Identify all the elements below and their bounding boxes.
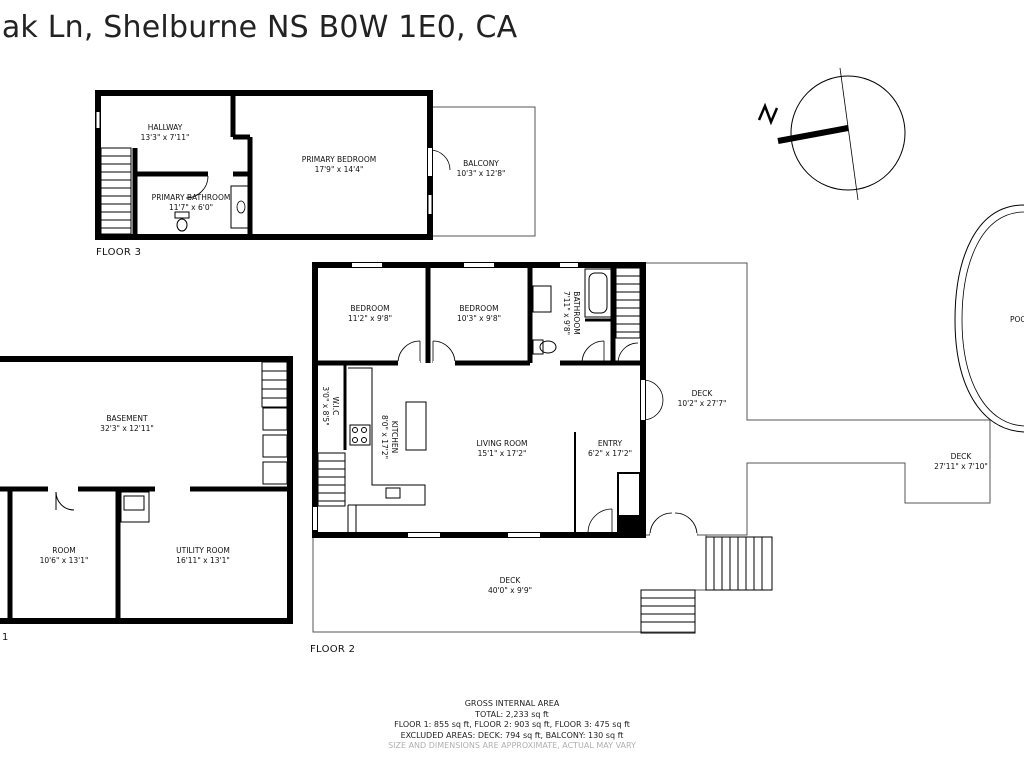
room-label-kitchen: KITCHEN 8'0" x 17'2" [379,415,399,459]
room-name: BASEMENT [106,414,148,423]
side-deck-outline [642,262,991,536]
compass-rose [777,67,906,201]
room-name: ENTRY [597,439,623,448]
area-disclaimer: SIZE AND DIMENSIONS ARE APPROXIMATE, ACT… [388,741,636,750]
room-dimensions: 3'0" x 8'5" [321,386,330,426]
area-summary: GROSS INTERNAL AREA TOTAL: 2,233 sq ft F… [312,699,712,752]
area-floors: FLOOR 1: 855 sq ft, FLOOR 2: 903 sq ft, … [394,720,630,729]
room-dimensions: 10'2" x 27'7" [677,399,727,408]
room-dimensions: 10'3" x 9'8" [456,314,502,323]
area-heading: GROSS INTERNAL AREA [464,699,560,708]
pool-outline [954,204,1024,433]
room-name: HALLWAY [147,123,183,132]
room-label-primary-bathroom: PRIMARY BATHROOM 11'7" x 6'0" [152,193,231,213]
north-arrow-icon [757,103,779,125]
room-name: POO [1010,315,1024,324]
floor-3-walls [95,90,433,240]
room-name: DECK [950,452,972,461]
floor-2-openings [313,263,697,537]
floor-2-label: FLOOR 2 [310,644,356,655]
room-label-pool: POO [1010,315,1024,325]
room-name: DECK [499,576,521,585]
room-label-living-room: LIVING ROOM 15'1" x 17'2" [476,439,527,459]
room-label-basement: BASEMENT 32'3" x 12'11" [100,414,154,434]
bathroom-fixtures [532,268,612,355]
kitchen-counters [347,367,427,533]
room-name: BEDROOM [459,304,499,313]
room-dimensions: 17'9" x 14'4" [314,165,364,174]
room-name: KITCHEN [390,420,399,454]
room-label-primary-bedroom: PRIMARY BEDROOM 17'9" x 14'4" [302,155,376,175]
room-label-wic: W.I.C 3'0" x 8'5" [320,386,340,425]
room-dimensions: 11'7" x 6'0" [168,203,214,212]
room-dimensions: 8'0" x 17'2" [380,414,389,460]
room-dimensions: 27'11" x 7'10" [934,462,988,471]
floor-1-fixtures [55,361,288,523]
room-name: BATHROOM [572,291,581,335]
room-label-pool-deck: DECK 27'11" x 7'10" [934,452,988,472]
floor-2-plan [312,204,1024,634]
room-name: PRIMARY BATHROOM [151,193,231,202]
page-title: Oak Ln, Shelburne NS B0W 1E0, CA [0,10,518,45]
room-dimensions: 7'11" x 9'8" [562,290,571,336]
floor-3-stairs [100,147,132,235]
room-label-bedroom-1: BEDROOM 11'2" x 9'8" [348,304,392,324]
floor-3-label: FLOOR 3 [96,247,142,258]
floor-2-walls [312,262,646,538]
room-label-bathroom: BATHROOM 7'11" x 9'8" [561,291,581,335]
floor-2-stairs [317,267,641,507]
room-name: UTILITY ROOM [176,546,230,555]
room-label-utility-room: UTILITY ROOM 16'11" x 13'1" [176,546,230,566]
floor-1-label: 1 [2,632,9,643]
area-excluded: EXCLUDED AREAS: DECK: 794 sq ft, BALCONY… [400,730,624,740]
room-dimensions: 15'1" x 17'2" [477,449,527,458]
room-label-side-deck: DECK 10'2" x 27'7" [678,389,727,409]
room-name: ROOM [52,546,76,555]
floor-3-plan [95,90,536,240]
room-name: BEDROOM [350,304,390,313]
room-dimensions: 16'11" x 13'1" [176,556,230,565]
room-dimensions: 32'3" x 12'11" [100,424,154,433]
room-name: W.I.C [331,396,340,416]
deck-stairs [640,536,773,634]
room-name: PRIMARY BEDROOM [301,155,377,164]
room-dimensions: 13'3" x 7'11" [140,133,190,142]
area-total: TOTAL: 2,233 sq ft [475,709,549,719]
room-dimensions: 10'6" x 13'1" [39,556,89,565]
room-label-bedroom-2: BEDROOM 10'3" x 9'8" [457,304,501,324]
room-name: BALCONY [463,159,499,168]
room-label-balcony: BALCONY 10'3" x 12'8" [457,159,506,179]
room-label-front-deck: DECK 40'0" x 9'9" [488,576,532,596]
room-name: LIVING ROOM [476,439,528,448]
room-name: DECK [691,389,713,398]
floor-1-plan [0,356,293,624]
room-label-hallway: HALLWAY 13'3" x 7'11" [141,123,190,143]
floor-2-doors [397,340,698,536]
room-dimensions: 10'3" x 12'8" [456,169,506,178]
room-label-entry: ENTRY 6'2" x 17'2" [588,439,632,459]
room-dimensions: 6'2" x 17'2" [587,449,633,458]
room-dimensions: 40'0" x 9'9" [487,586,533,595]
room-dimensions: 11'2" x 9'8" [347,314,393,323]
room-label-room: ROOM 10'6" x 13'1" [40,546,89,566]
